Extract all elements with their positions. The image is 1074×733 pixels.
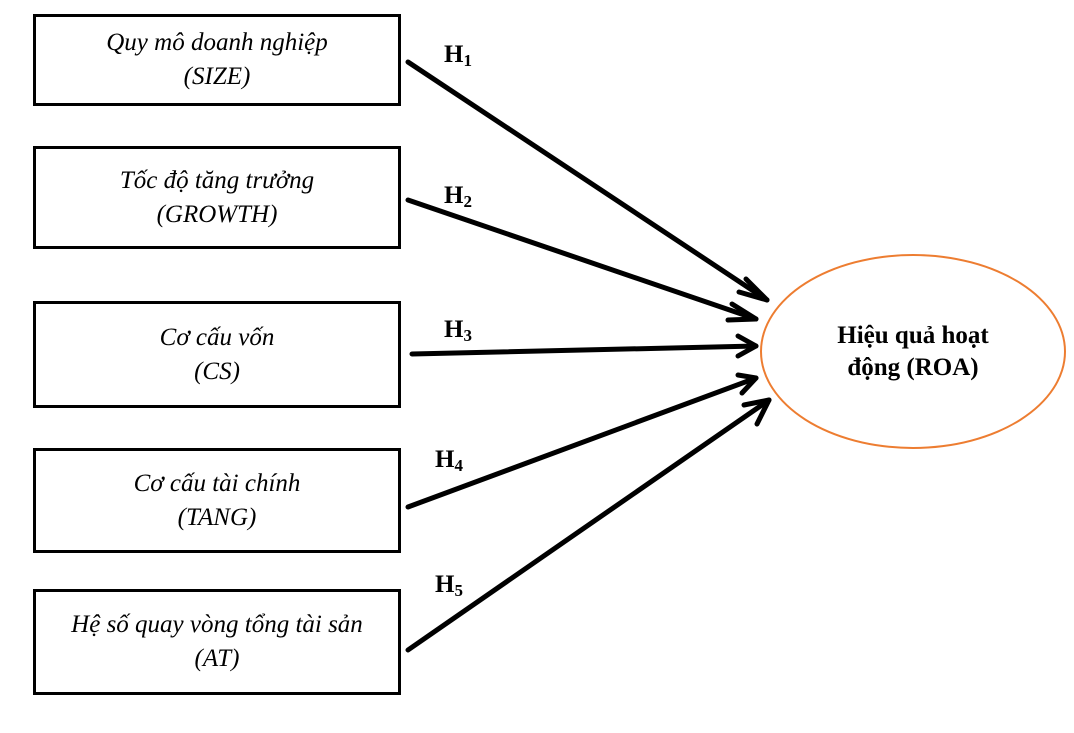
factor-box-cs: Cơ cấu vốn (CS) bbox=[33, 301, 401, 408]
hypothesis-index: 4 bbox=[454, 456, 463, 475]
hypothesis-label-h3: H3 bbox=[444, 317, 472, 344]
arrow-h3 bbox=[409, 333, 759, 359]
factor-name: Cơ cấu vốn bbox=[159, 323, 275, 351]
arrow-h1 bbox=[405, 59, 770, 303]
factor-box-tang: Cơ cấu tài chính (TANG) bbox=[33, 448, 401, 553]
factor-code: (GROWTH) bbox=[156, 200, 278, 228]
hypothesis-letter: H bbox=[444, 316, 464, 343]
outcome-ellipse: Hiệu quả hoạt động (ROA) bbox=[760, 254, 1066, 449]
hypothesis-letter: H bbox=[444, 182, 464, 209]
arrow-h2 bbox=[405, 197, 759, 323]
hypothesis-label-h2: H2 bbox=[444, 183, 472, 210]
hypothesis-letter: H bbox=[435, 446, 455, 473]
hypothesis-label-h4: H4 bbox=[435, 447, 463, 474]
factor-code: (AT) bbox=[194, 645, 240, 672]
arrow-h5 bbox=[405, 397, 772, 653]
factor-box-size: Quy mô doanh nghiệp (SIZE) bbox=[33, 14, 401, 106]
factor-box-at: Hệ số quay vòng tổng tài sản (AT) bbox=[33, 589, 401, 695]
factor-name: Quy mô doanh nghiệp bbox=[106, 29, 328, 56]
arrow-h4 bbox=[405, 372, 759, 510]
factor-name: Hệ số quay vòng tổng tài sản bbox=[71, 611, 363, 638]
hypothesis-label-h5: H5 bbox=[435, 572, 463, 599]
hypothesis-index: 5 bbox=[454, 581, 463, 600]
factor-name: Cơ cấu tài chính bbox=[133, 469, 301, 497]
hypothesis-index: 1 bbox=[463, 51, 472, 70]
hypothesis-label-h1: H1 bbox=[444, 42, 472, 69]
factor-code: (SIZE) bbox=[183, 63, 251, 90]
factor-box-growth: Tốc độ tăng trưởng (GROWTH) bbox=[33, 146, 401, 249]
hypothesis-index: 3 bbox=[463, 326, 472, 345]
hypothesis-letter: H bbox=[444, 41, 464, 68]
factor-code: (TANG) bbox=[177, 503, 257, 531]
hypothesis-index: 2 bbox=[463, 192, 472, 211]
outcome-label: Hiệu quả hoạt động (ROA) bbox=[837, 321, 989, 381]
hypothesis-letter: H bbox=[435, 571, 455, 598]
factor-name: Tốc độ tăng trưởng bbox=[119, 166, 315, 194]
factor-code: (CS) bbox=[194, 357, 240, 385]
